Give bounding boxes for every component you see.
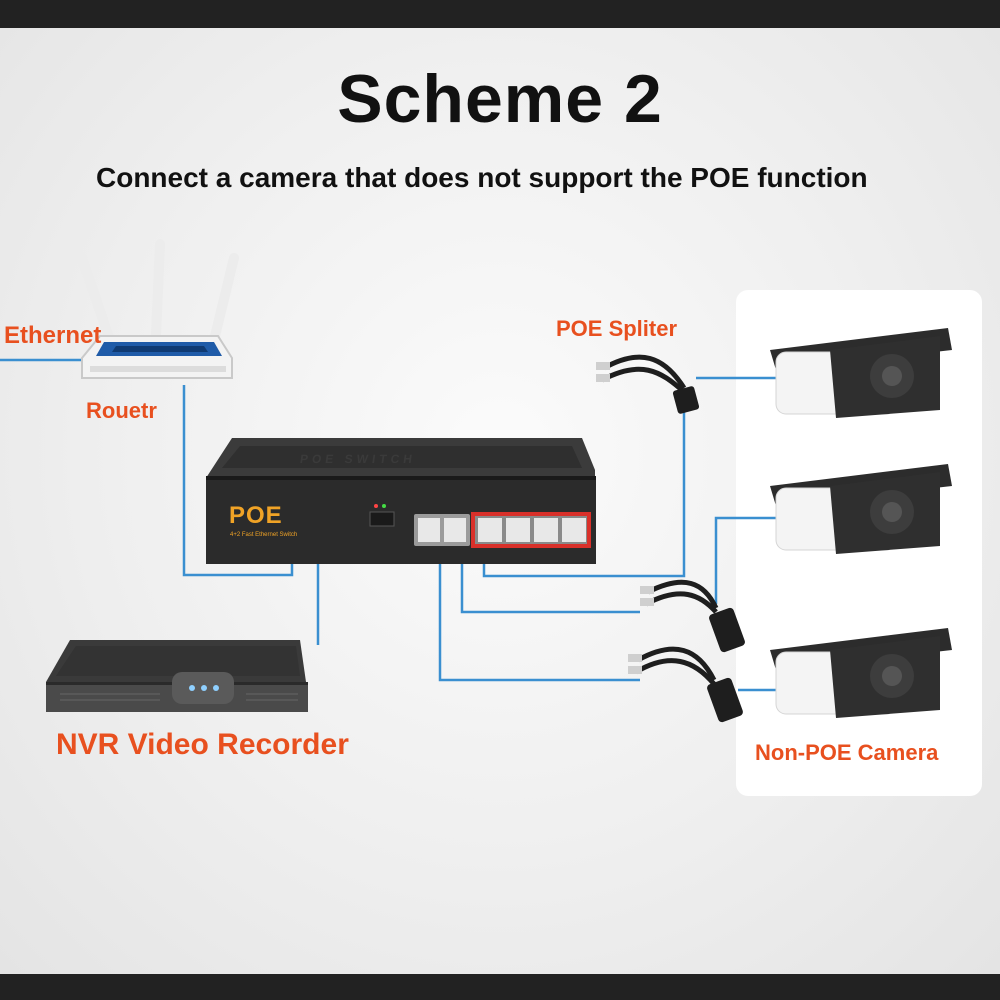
poe-splitter-3 xyxy=(628,646,743,723)
diagram-title: Scheme 2 xyxy=(337,61,663,137)
non-poe-camera-label: Non-POE Camera xyxy=(755,740,939,765)
poe-splitter-2 xyxy=(640,579,745,653)
network-cables xyxy=(0,358,778,692)
cable-switch-to-splitter-3 xyxy=(482,400,686,578)
diagram-subtitle: Connect a camera that does not support t… xyxy=(96,162,868,193)
poe-switch-device xyxy=(206,438,596,564)
cable-switch-to-splitter-2 xyxy=(460,560,640,614)
ethernet-label: Ethernet xyxy=(4,322,102,349)
cable-router-to-switch xyxy=(182,385,294,577)
switch-model-label: 4+2 Fast Ethernet Switch xyxy=(230,532,298,538)
poe-splitter-label: POE Spliter xyxy=(556,316,678,341)
cable-switch-to-splitter-1 xyxy=(438,560,640,682)
camera-2 xyxy=(770,464,952,554)
router-device xyxy=(77,239,239,379)
top-bar xyxy=(0,0,1000,28)
camera-3 xyxy=(770,628,952,718)
nvr-device xyxy=(46,640,308,712)
switch-brand-label: POE xyxy=(229,502,283,529)
camera-1 xyxy=(770,328,952,418)
bottom-bar xyxy=(0,974,1000,1000)
cable-splitter-to-camera-2 xyxy=(714,516,778,604)
poe-splitter-1 xyxy=(596,354,700,414)
switch-top-label: POE SWITCH xyxy=(299,452,417,466)
nvr-label: NVR Video Recorder xyxy=(56,728,349,761)
router-label: Rouetr xyxy=(86,398,157,423)
